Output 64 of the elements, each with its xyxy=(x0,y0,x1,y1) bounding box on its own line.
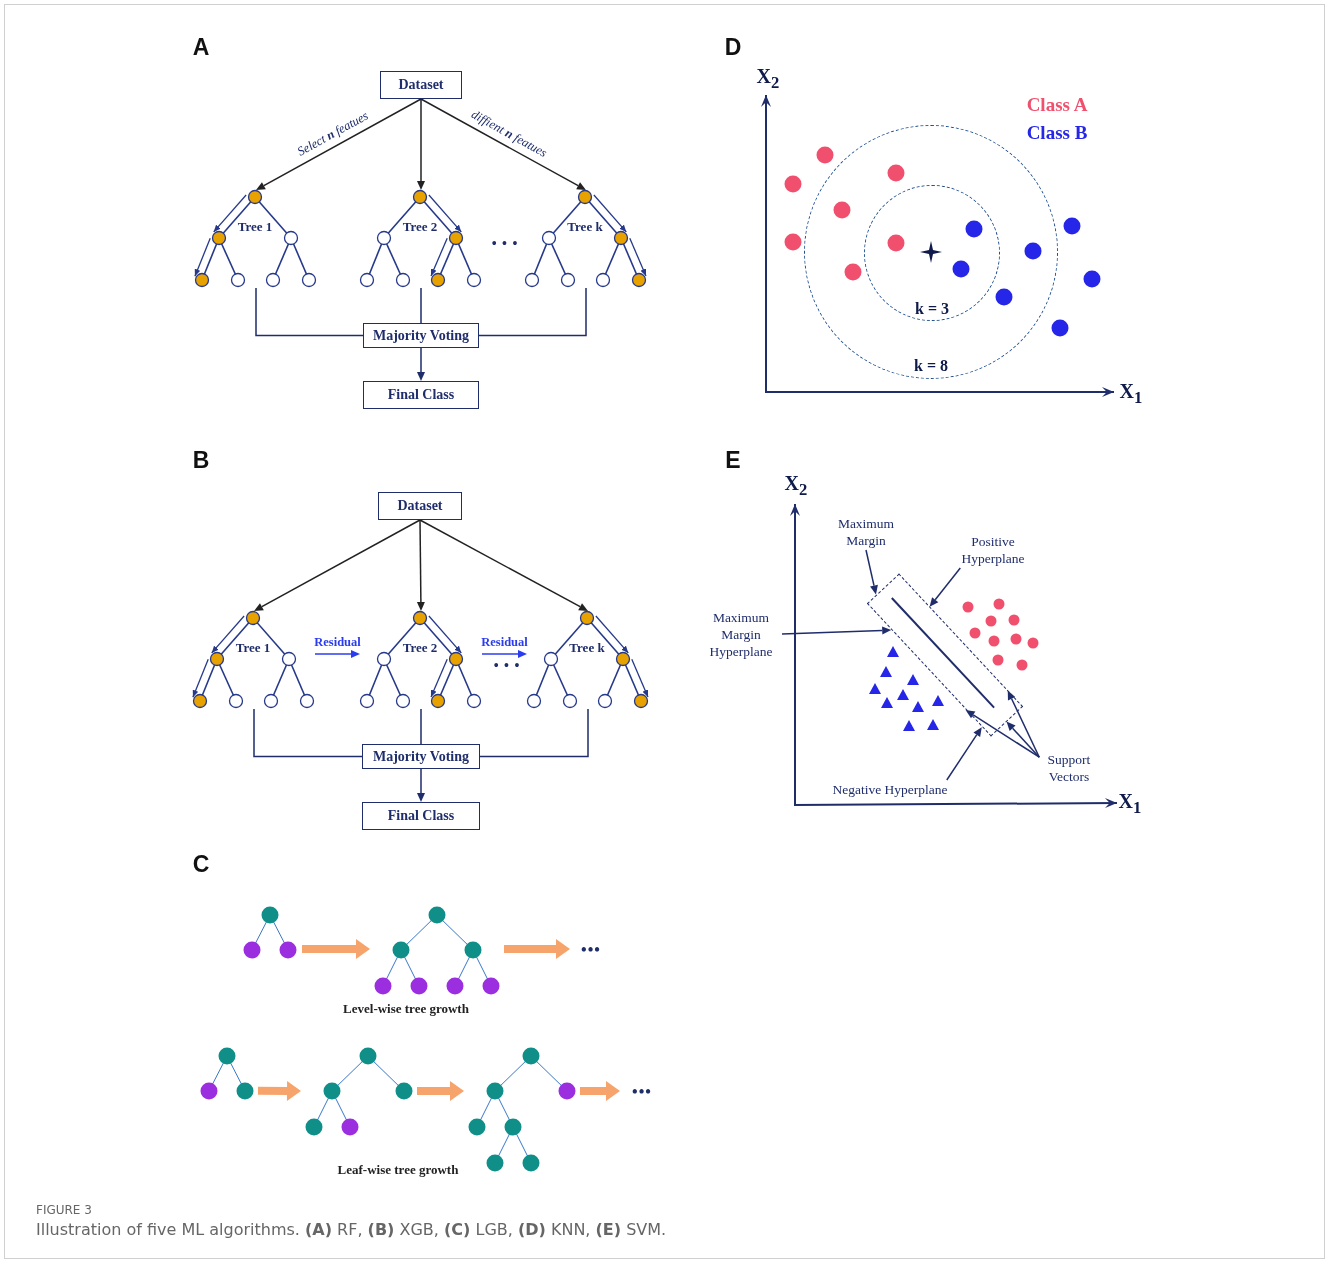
arrow xyxy=(946,727,982,781)
circle-label: k = 8 xyxy=(913,357,949,375)
arrow xyxy=(417,347,425,381)
arrow xyxy=(781,626,892,635)
tree-label: Tree 1 xyxy=(237,219,273,235)
process-box: Dataset xyxy=(380,71,462,99)
arrow xyxy=(416,519,425,611)
tree-label: Tree k xyxy=(569,640,605,656)
process-box: Final Class xyxy=(362,802,480,830)
arrow xyxy=(1007,690,1041,758)
arrow xyxy=(420,98,586,191)
arrow xyxy=(256,98,422,191)
process-box: Final Class xyxy=(363,381,479,409)
connector-line xyxy=(253,708,363,758)
ellipsis-text: ••• xyxy=(570,938,612,960)
ellipsis-text: ••• xyxy=(620,1080,664,1102)
caption-text: Leaf-wise tree growth xyxy=(337,1162,459,1178)
arrow xyxy=(254,519,421,612)
axis-label: X$_{1}$ xyxy=(1119,380,1143,408)
connector-line xyxy=(478,287,587,337)
legend-label: Class A xyxy=(1026,94,1088,116)
process-box: Dataset xyxy=(378,492,462,520)
arrow xyxy=(417,768,425,802)
connector-line xyxy=(479,708,589,758)
figure-number: FIGURE 3 xyxy=(36,1203,92,1217)
panel-letter: B xyxy=(192,446,210,474)
panel-letter: A xyxy=(192,33,210,61)
block-arrow xyxy=(257,1081,301,1101)
circle-label: k = 3 xyxy=(914,300,950,318)
tree-label: Tree 1 xyxy=(235,640,271,656)
arrow xyxy=(314,650,360,659)
connector-line xyxy=(420,287,422,324)
tree-label: Tree 2 xyxy=(402,219,438,235)
caption-text: Level-wise tree growth xyxy=(343,1001,469,1017)
callout-text: Negative Hyperplane xyxy=(824,780,956,798)
callout-text: Maximum Margin xyxy=(826,514,906,550)
arrow xyxy=(417,98,425,190)
axis-label: X$_{1}$ xyxy=(1118,790,1142,818)
panel-letter: E xyxy=(725,446,741,474)
arrow xyxy=(1006,721,1041,758)
edge-label: Residual xyxy=(481,634,528,650)
axis-label: X$_{2}$ xyxy=(756,65,780,93)
callout-text: Maximum Margin Hyperplane xyxy=(700,606,782,662)
arrow xyxy=(419,519,588,611)
tree-label: Tree 2 xyxy=(402,640,438,656)
callout-text: Support Vectors xyxy=(1036,750,1102,786)
tree-label: Tree k xyxy=(567,219,603,235)
ellipsis-text: • • • xyxy=(493,658,521,674)
ellipsis-text: • • • xyxy=(491,236,519,252)
arrow xyxy=(481,650,527,659)
arrow xyxy=(929,567,962,607)
connector-line xyxy=(255,287,364,337)
process-box: Majority Voting xyxy=(363,323,479,348)
panel-letter: D xyxy=(724,33,742,61)
panel-letter: C xyxy=(192,850,210,878)
connector-line xyxy=(420,708,422,745)
axis-label: X$_{2}$ xyxy=(784,472,808,500)
edge-label: Residual xyxy=(314,634,361,650)
legend-label: Class B xyxy=(1026,122,1088,144)
arrow xyxy=(865,549,878,595)
figure-caption: Illustration of five ML algorithms. (A) RF, (B) XGB, (C) LGB, (D) KNN, (E) SVM. xyxy=(36,1220,667,1239)
callout-text: Positive Hyperplane xyxy=(950,532,1036,568)
process-box: Majority Voting xyxy=(362,744,480,769)
arrow xyxy=(965,709,1041,758)
